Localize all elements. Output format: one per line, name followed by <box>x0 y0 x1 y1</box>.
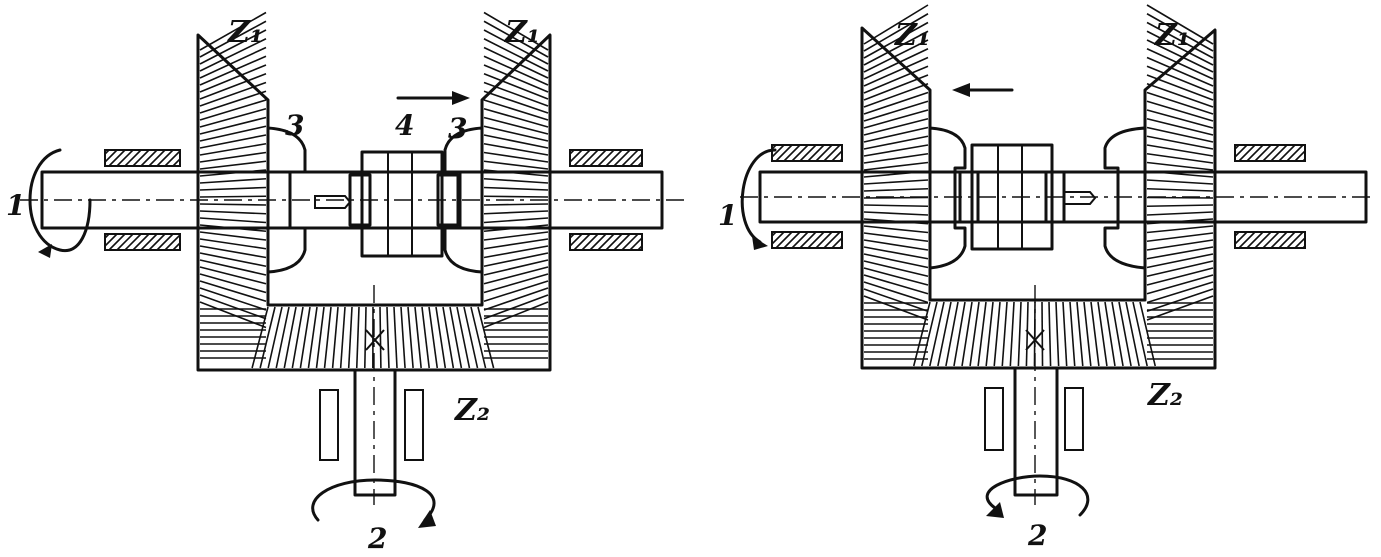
bearing-hatch-right <box>771 144 1306 249</box>
rotation-arrow-output-right <box>985 474 1090 518</box>
rotation-arrow-input-right <box>740 148 777 250</box>
label-input-shaft-1-right-panel: 1 <box>718 199 737 232</box>
shift-arrow-left <box>952 83 1014 97</box>
label-output-shaft-2-right-panel: 2 <box>1027 519 1047 552</box>
label-clutch-3-left: 3 <box>285 109 304 142</box>
input-shaft-right <box>740 170 1375 224</box>
label-input-shaft-1: 1 <box>6 189 25 222</box>
label-z1-left-gear-right-panel: Z₁ <box>894 18 930 53</box>
sliding-clutch <box>314 150 460 258</box>
rotation-arrow-input-left <box>28 148 92 258</box>
clutch-hub-left <box>266 126 484 274</box>
gear-assembly-right <box>860 4 1217 370</box>
output-shaft-left <box>319 285 424 505</box>
label-z1-left-gear: Z₁ <box>227 15 263 50</box>
label-z1-right-gear-right-panel: Z₁ <box>1154 18 1190 53</box>
clutch-hub-right <box>928 126 1147 270</box>
label-z2-bottom-gear: Z₂ <box>454 393 490 428</box>
label-clutch-3-right: 3 <box>448 112 467 145</box>
rotation-arrow-output-left <box>311 478 436 528</box>
bearing-hatch-left <box>104 149 643 251</box>
sliding-clutch-right <box>958 143 1097 251</box>
label-z2-bottom-gear-right-panel: Z₂ <box>1147 378 1183 413</box>
input-shaft-left <box>20 170 690 230</box>
shift-arrow-right <box>396 91 470 105</box>
label-sliding-clutch-4: 4 <box>395 109 414 142</box>
output-shaft-right <box>984 285 1084 505</box>
label-z1-right-gear: Z₁ <box>504 15 540 50</box>
left-panel: Z₁ Z₁ Z₂ 3 3 4 1 2 <box>6 11 690 555</box>
right-panel: Z₁ Z₁ Z₂ 1 2 <box>718 4 1375 552</box>
label-output-shaft-2: 2 <box>367 522 387 555</box>
gear-assembly-left <box>196 11 552 372</box>
